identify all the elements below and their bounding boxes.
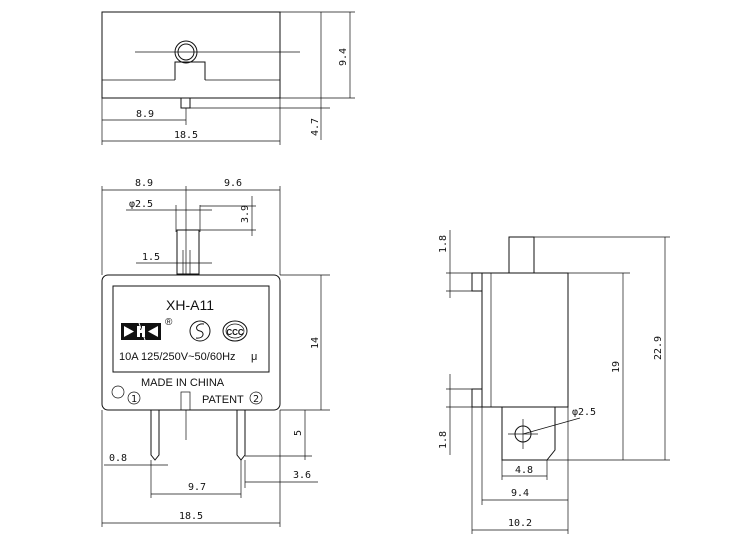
front-dim-body-h: 14 <box>310 337 321 349</box>
pin-left <box>150 410 160 461</box>
top-view: 9.4 4.7 8.9 18.5 <box>101 11 355 145</box>
front-dim-right: 9.6 <box>224 178 242 189</box>
front-dim-left: 8.9 <box>135 178 153 189</box>
label-mu: μ <box>251 351 257 363</box>
terminal-1-circle <box>127 391 141 405</box>
side-dim-w2: 10.2 <box>508 518 532 529</box>
label-panel <box>112 285 270 373</box>
side-dim-total-h: 22.9 <box>653 336 664 360</box>
center-slot <box>180 391 191 411</box>
top-dim-pin-len: 4.7 <box>310 118 321 136</box>
label-model: XH-A11 <box>166 297 214 313</box>
front-view: 8.9 9.6 φ2.5 3.9 1.5 XH-A11 <box>101 178 330 527</box>
side-view-plunger <box>508 236 535 274</box>
front-dim-pin-off: 3.6 <box>293 470 311 481</box>
registered-mark: ® <box>165 317 173 328</box>
side-dim-top-tab: 1.8 <box>438 235 449 253</box>
label-rating: 10A 125/250V~50/60Hz <box>119 351 236 363</box>
front-dim-pin-len: 5 <box>293 430 304 436</box>
ccc-mark-icon: CCC <box>222 320 248 342</box>
terminal-2-number: 2 <box>253 394 259 405</box>
top-dim-offset: 8.9 <box>136 109 154 120</box>
front-view-body <box>101 274 281 411</box>
pin-right <box>236 410 246 461</box>
side-dim-body-h: 19 <box>611 361 622 373</box>
terminal-1-number: 1 <box>131 394 137 405</box>
top-dim-height: 9.4 <box>338 48 349 66</box>
side-view-body <box>481 272 569 408</box>
side-dim-inner-w: 4.8 <box>515 465 533 476</box>
svg-text:CCC: CCC <box>226 328 244 337</box>
terminal-2-circle <box>249 391 263 405</box>
side-tab-top <box>471 272 483 292</box>
top-view-body <box>101 11 281 99</box>
front-dim-pin-w: 0.8 <box>109 453 127 464</box>
front-dim-dia: φ2.5 <box>129 199 153 210</box>
front-dim-button-h: 3.9 <box>240 205 251 223</box>
top-view-pin <box>180 97 191 109</box>
side-dim-w1: 9.4 <box>511 488 529 499</box>
side-dim-bottom-tab: 1.8 <box>438 431 449 449</box>
side-view-terminal <box>501 407 556 461</box>
front-view-button <box>176 229 200 275</box>
side-dim-dia: φ2.5 <box>572 407 596 418</box>
label-made-in: MADE IN CHINA <box>141 377 225 389</box>
front-dim-button-w: 1.5 <box>142 252 160 263</box>
side-view: φ2.5 1.8 1.8 19 22.9 4.8 9.4 10.2 <box>438 230 670 534</box>
side-tab-bottom <box>471 388 483 408</box>
top-dim-width: 18.5 <box>174 130 198 141</box>
hole-marker <box>111 385 125 399</box>
front-dim-width: 18.5 <box>179 511 203 522</box>
safety-mark-icon <box>189 320 211 342</box>
label-patent: PATENT <box>202 394 244 406</box>
front-dim-pin-space: 9.7 <box>188 482 206 493</box>
brand-logo <box>121 322 161 341</box>
